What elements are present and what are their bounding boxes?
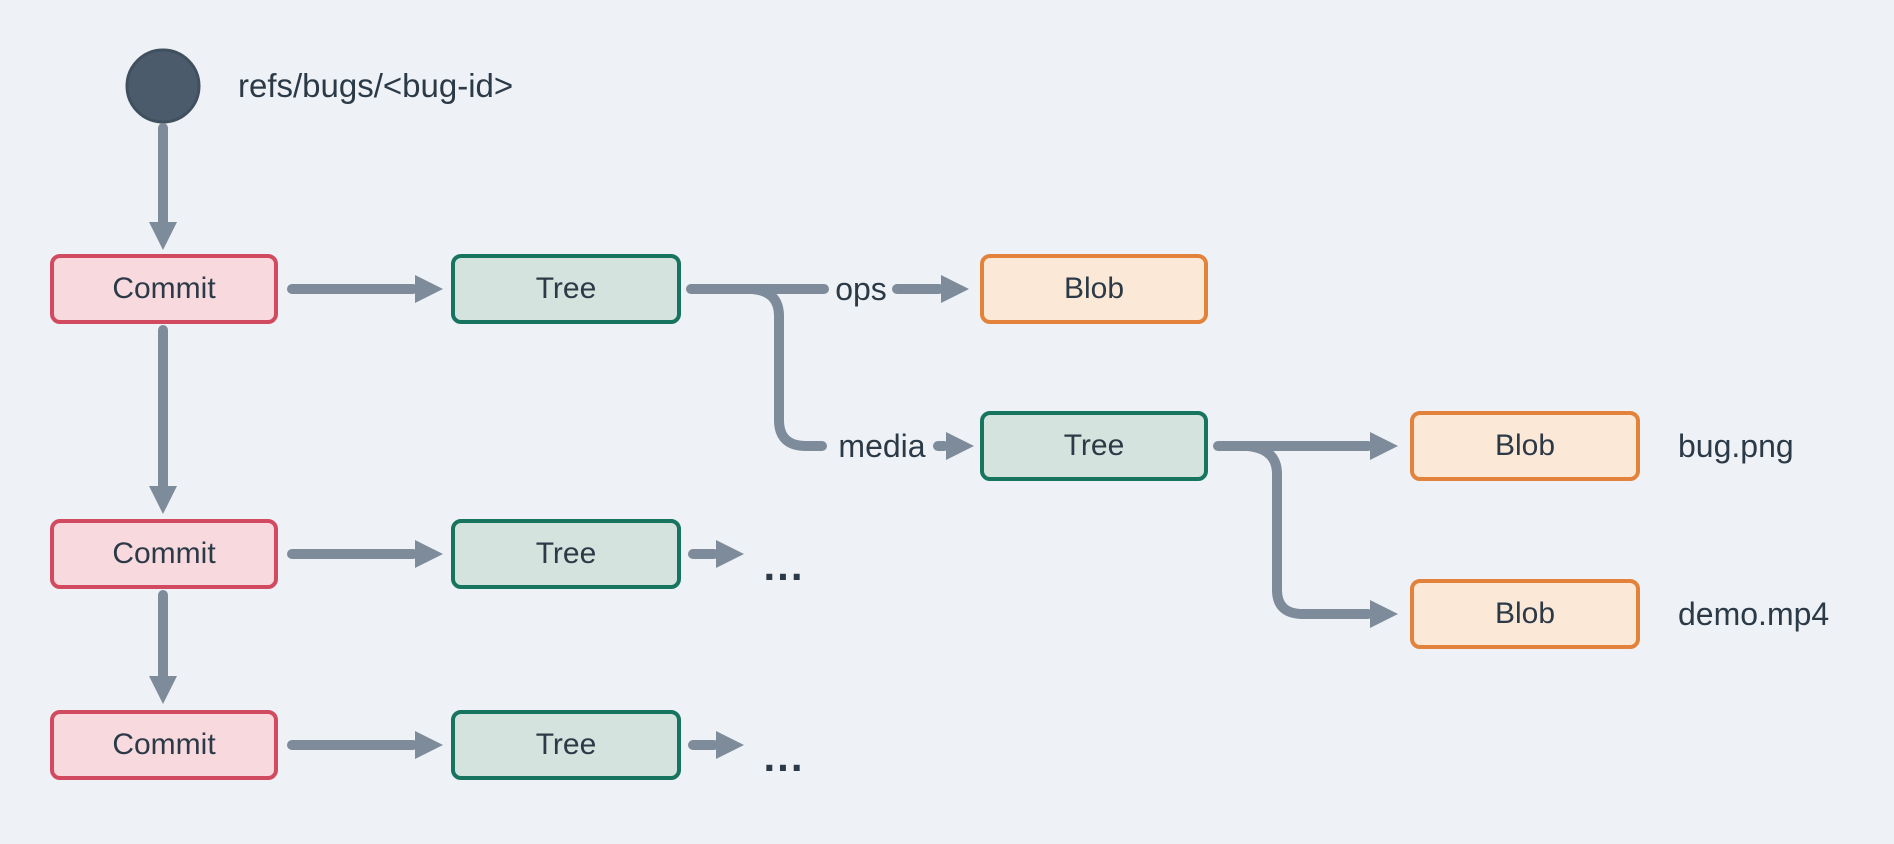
arrowhead-ops-to-blob <box>941 275 969 303</box>
commit-node-2: Commit <box>50 519 278 589</box>
file-label-bug-png: bug.png <box>1678 427 1794 464</box>
blob-node-ops: Blob <box>980 254 1208 324</box>
ref-circle <box>125 48 201 124</box>
arrowhead-tree4-to-ellipsis <box>716 731 744 759</box>
commit-node-1: Commit <box>50 254 278 324</box>
tree-node-2: Tree <box>451 519 681 589</box>
edge-label-ops: ops <box>835 270 887 307</box>
arrowhead-commit3-to-tree4 <box>415 731 443 759</box>
commit-node-3: Commit <box>50 710 278 780</box>
blob-node-demo: Blob <box>1410 579 1640 649</box>
arrowhead-tree3-to-ellipsis <box>716 540 744 568</box>
ellipsis-tree3-children: ... <box>763 733 805 780</box>
arrowhead-ref-to-commit1 <box>149 222 177 250</box>
arrowhead-tree2-to-demo-blob <box>1370 600 1398 628</box>
file-label-demo-mp4: demo.mp4 <box>1678 595 1830 632</box>
arrowhead-commit2-to-commit3 <box>149 676 177 704</box>
edge-label-media: media <box>838 427 926 464</box>
tree-node-1: Tree <box>451 254 681 324</box>
branch-tree2-to-demo-blob <box>1243 441 1373 619</box>
tree-node-media: Tree <box>980 411 1208 481</box>
arrowhead-commit2-to-tree3 <box>415 540 443 568</box>
ref-label: refs/bugs/<bug-id> <box>238 67 514 104</box>
arrowhead-tree2-to-bug-blob <box>1370 432 1398 460</box>
ellipsis-tree2-children: ... <box>763 542 805 589</box>
arrowhead-commit1-to-tree1 <box>415 275 443 303</box>
arrowhead-media-to-tree2 <box>946 432 974 460</box>
tree-node-3: Tree <box>451 710 681 780</box>
arrowhead-commit1-to-commit2 <box>149 486 177 514</box>
blob-node-bug: Blob <box>1410 411 1640 481</box>
branch-tree1-to-media <box>747 284 827 451</box>
